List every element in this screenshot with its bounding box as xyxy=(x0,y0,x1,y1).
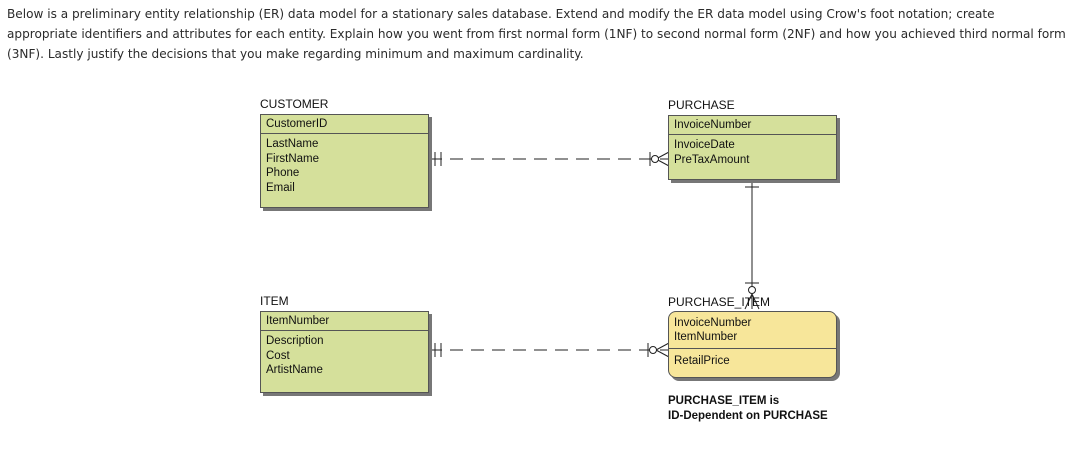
customer-attr-lastname: LastName xyxy=(266,138,319,150)
item-entity-title: ITEM xyxy=(260,294,289,308)
purchase-entity-title: PURCHASE xyxy=(668,98,735,112)
customer-entity: CustomerID LastName FirstName Phone Emai… xyxy=(260,114,429,208)
customer-attr-firstname: FirstName xyxy=(266,152,320,165)
note-line-2: ID-Dependent on PURCHASE xyxy=(668,410,828,422)
question-text: Below is a preliminary entity relationsh… xyxy=(7,7,1066,61)
purchaseitem-key-invoicenumber: InvoiceNumber xyxy=(674,317,752,329)
item-attr-cost: Cost xyxy=(266,349,290,362)
purchase-attr-pretaxamount: PreTaxAmount xyxy=(674,153,750,166)
customer-purchase-relationship xyxy=(429,151,670,167)
item-purchaseitem-relationship xyxy=(429,342,670,358)
purchase-purchaseitem-relationship xyxy=(744,180,760,310)
customer-entity-title: CUSTOMER xyxy=(260,97,329,111)
purchaseitem-attr-retailprice: RetailPrice xyxy=(674,355,730,367)
purchaseitem-entity: InvoiceNumber ItemNumber RetailPrice xyxy=(668,311,837,378)
customer-key-customerid: CustomerID xyxy=(266,118,328,130)
note-line-1: PURCHASE_ITEM is xyxy=(668,395,780,407)
purchaseitem-entity-title: PURCHASE_ITEM xyxy=(668,295,771,309)
purchase-attr-invoicedate: InvoiceDate xyxy=(674,139,735,151)
item-attr-artistname: ArtistName xyxy=(266,364,323,376)
item-key-itemnumber: ItemNumber xyxy=(266,315,330,327)
customer-attr-email: Email xyxy=(266,181,295,194)
purchase-key-invoicenumber: InvoiceNumber xyxy=(674,119,752,131)
customer-attr-phone: Phone xyxy=(266,167,300,179)
purchase-entity: InvoiceNumber InvoiceDate PreTaxAmount xyxy=(668,115,837,180)
item-entity: ItemNumber Description Cost ArtistName xyxy=(260,311,429,393)
purchaseitem-key-itemnumber: ItemNumber xyxy=(674,331,738,343)
id-dependency-note: PURCHASE_ITEM is ID-Dependent on PURCHAS… xyxy=(668,394,828,424)
item-attr-description: Description xyxy=(266,335,324,347)
